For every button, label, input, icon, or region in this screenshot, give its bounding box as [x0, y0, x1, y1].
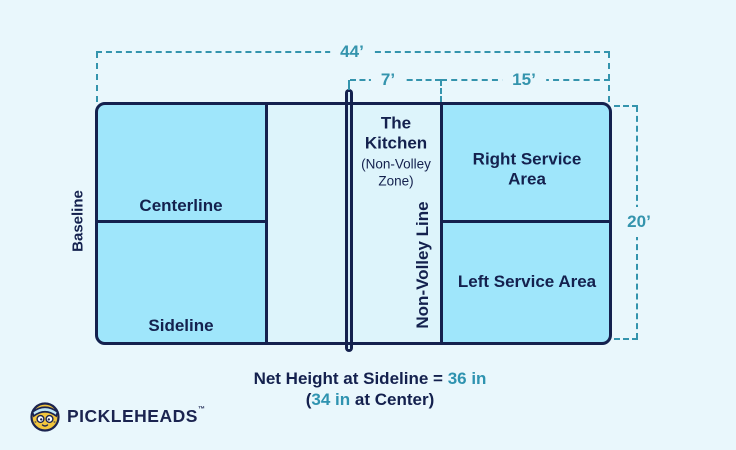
kitchen-label-block: The Kitchen (Non-Volley Zone) [350, 114, 442, 191]
kitchen-zone-band [265, 102, 443, 345]
net-stripe [348, 92, 350, 349]
dim-label-15ft: 15’ [502, 70, 546, 90]
right-service-area-label: Right Service Area [472, 149, 582, 188]
net-height-line2-open: ( [305, 390, 312, 410]
centerline-label: Centerline [139, 196, 223, 216]
dim-connector-top-right [614, 105, 638, 107]
net-height-line1-text: Net Height at Sideline = [253, 369, 448, 388]
left-service-area-label: Left Service Area [457, 272, 597, 292]
net-height-line1-value: 36 in [447, 369, 487, 388]
dim-connector-nvl [440, 80, 442, 102]
dim-connector-right [608, 52, 610, 102]
sideline-label: Sideline [148, 316, 214, 336]
dim-connector-bottom-right [614, 338, 638, 340]
net-line [345, 89, 353, 352]
pickleball-smiley-icon [30, 402, 60, 432]
net-height-line1: Net Height at Sideline = 36 in [254, 368, 487, 389]
non-volley-line-label: Non-Volley Line [413, 201, 432, 329]
dim-label-44ft: 44’ [330, 42, 374, 62]
net-height-line2-suffix: at Center) [350, 390, 435, 410]
dim-label-20ft: 20’ [624, 207, 654, 237]
kitchen-subtitle: (Non-Volley Zone) [361, 156, 431, 189]
dim-label-7ft: 7’ [370, 70, 406, 90]
net-height-line2-value: 34 in [311, 390, 351, 410]
net-height-note: Net Height at Sideline = 36 in (34 in at… [254, 368, 487, 411]
pickleheads-logo: Pickleheads™ [28, 399, 205, 433]
logo-wordmark: Pickleheads™ [67, 406, 205, 427]
dim-connector-left [96, 52, 98, 102]
net-height-line2: (34 in at Center) [254, 389, 487, 410]
logo-trademark: ™ [197, 405, 206, 413]
centerline-right-segment [441, 220, 612, 223]
court-outline [95, 102, 612, 345]
dim-connector-net [348, 80, 350, 90]
baseline-label: Baseline [69, 190, 87, 252]
logo-brand-text: Pickleheads [67, 405, 198, 426]
centerline-left-segment [95, 220, 267, 223]
kitchen-title: The Kitchen [364, 113, 428, 154]
